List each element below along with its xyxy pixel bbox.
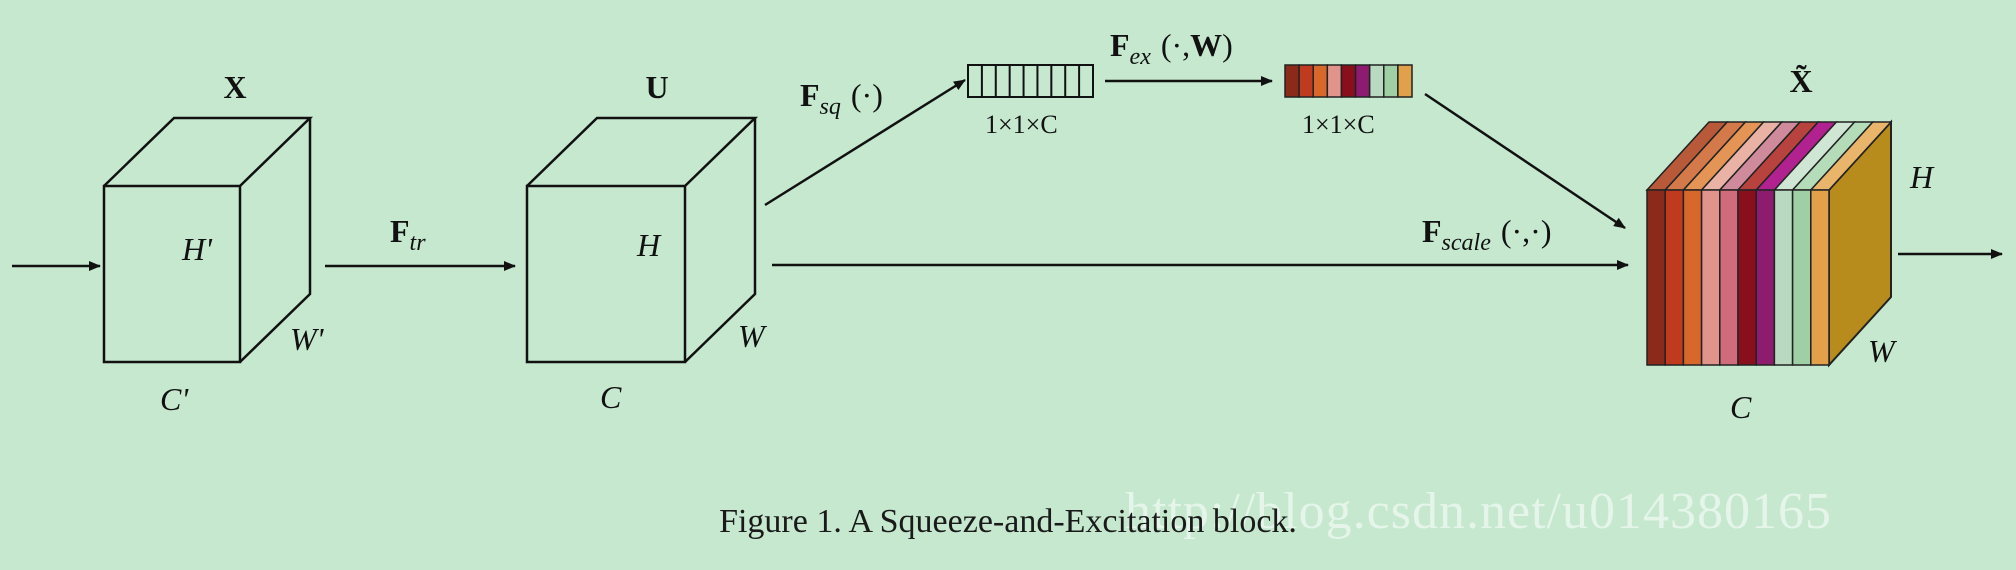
output-channel-slice xyxy=(1755,189,1776,366)
excitation-vector-cell xyxy=(1368,64,1385,98)
excitation-vector-dim-label: 1×1×C xyxy=(1302,110,1375,139)
input-tensor-x xyxy=(102,116,314,364)
output-channel-slice xyxy=(1719,189,1739,366)
feature-map-u-channel-label: C xyxy=(600,379,622,415)
ftr-label: Ftr xyxy=(390,213,426,256)
excitation-vector-cell xyxy=(1284,64,1300,98)
output-channel-slice xyxy=(1737,189,1757,366)
output-channel-slice xyxy=(1791,189,1812,366)
output-tensor-width-label: W xyxy=(1868,333,1898,369)
excitation-vector-cell xyxy=(1397,64,1413,98)
output-tensor-height-label: H xyxy=(1909,159,1935,195)
fex-label: Fex(·,W) xyxy=(1110,27,1233,70)
excitation-vector-cell xyxy=(1312,64,1329,98)
output-tensor-label: X̃ xyxy=(1789,63,1812,99)
excitation-vector-cell xyxy=(1298,64,1314,98)
fsq-label: Fsq(·) xyxy=(800,77,883,120)
tensor-x-width-label: W' xyxy=(290,321,325,357)
output-channel-slice xyxy=(1700,189,1721,366)
tensor-x-height-label: H' xyxy=(181,231,213,267)
feature-map-u-width-label: W xyxy=(738,318,768,354)
output-channel-slice xyxy=(1646,189,1666,366)
fscale-label: Fscale(·,·) xyxy=(1422,213,1551,256)
watermark: http://blog.csdn.net/u014380165 xyxy=(1125,483,1832,540)
output-tensor-x-tilde xyxy=(1645,119,1893,368)
excitation-vector-cell xyxy=(1354,64,1371,98)
output-channel-slice xyxy=(1810,189,1830,366)
squeeze-vector-dim-label: 1×1×C xyxy=(985,110,1058,139)
tensor-x-channel-label: C' xyxy=(160,381,189,417)
feature-map-u-height-label: H xyxy=(636,227,662,263)
excitation-vector xyxy=(1284,64,1413,98)
fsq-arrow xyxy=(764,78,966,207)
excitation-vector-cell xyxy=(1383,64,1399,98)
figure-caption: Figure 1. A Squeeze-and-Excitation block… xyxy=(719,503,1297,540)
feature-map-u xyxy=(525,116,759,364)
output-channel-slice xyxy=(1664,189,1685,366)
output-channel-slice xyxy=(1773,189,1794,366)
output-tensor-channel-label: C xyxy=(1730,389,1752,425)
feature-map-u-label: U xyxy=(645,69,668,105)
output-channel-slice xyxy=(1682,189,1703,366)
squeeze-vector xyxy=(967,64,1094,98)
excitation-to-scale-arrow xyxy=(1424,92,1626,230)
excitation-vector-cell xyxy=(1326,64,1343,98)
excitation-vector-cell xyxy=(1340,64,1357,98)
tensor-x-label: X xyxy=(223,69,246,105)
